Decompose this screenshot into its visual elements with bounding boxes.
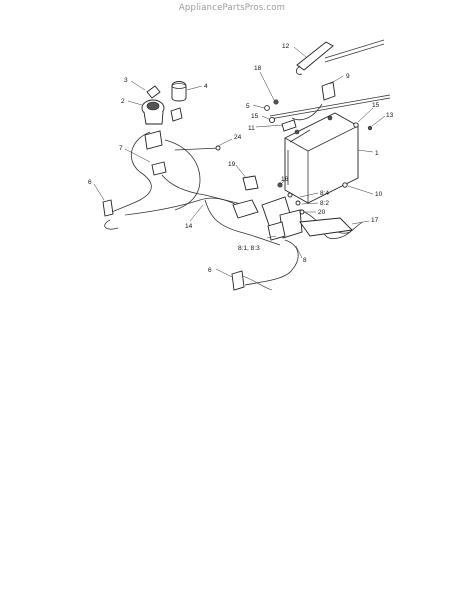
callout: 15 <box>251 113 259 120</box>
callout: 13 <box>386 112 394 119</box>
callout: 7 <box>119 145 123 152</box>
callout: 10 <box>375 191 383 198</box>
callout: 6 <box>208 267 212 274</box>
hardware <box>264 99 373 188</box>
callout: 3 <box>124 77 128 84</box>
callout: 8 <box>303 257 307 264</box>
callout: 1 <box>375 150 379 157</box>
callout: 2 <box>121 98 125 105</box>
wiring-harness <box>102 131 363 291</box>
battery-strap <box>269 39 391 121</box>
callout: 18 <box>254 65 262 72</box>
callout: 20 <box>318 209 326 216</box>
callout: 6 <box>88 179 92 186</box>
callout: 16 <box>281 176 289 183</box>
callout: 14 <box>185 223 193 230</box>
callout: 15 <box>372 102 380 109</box>
callout: 12 <box>282 43 290 50</box>
leader-lines <box>93 46 386 278</box>
callout: 17 <box>371 217 379 224</box>
callout: 5 <box>246 103 250 110</box>
callout: 8:4 <box>320 190 329 197</box>
callout: 9 <box>346 73 350 80</box>
callout: 11 <box>248 125 255 132</box>
callout: 8:1, 8:3 <box>238 245 260 252</box>
callout: 4 <box>204 83 208 90</box>
callout: 8:2 <box>320 200 329 207</box>
callout: 19 <box>228 161 236 168</box>
callout: 24 <box>234 134 242 141</box>
battery <box>284 112 359 204</box>
watermark: AppliancePartsPros.com <box>178 3 286 13</box>
callout-labels: 12 18 9 3 4 2 5 15 15 13 11 24 7 1 19 16… <box>88 43 394 274</box>
ignition-switch <box>141 81 187 150</box>
